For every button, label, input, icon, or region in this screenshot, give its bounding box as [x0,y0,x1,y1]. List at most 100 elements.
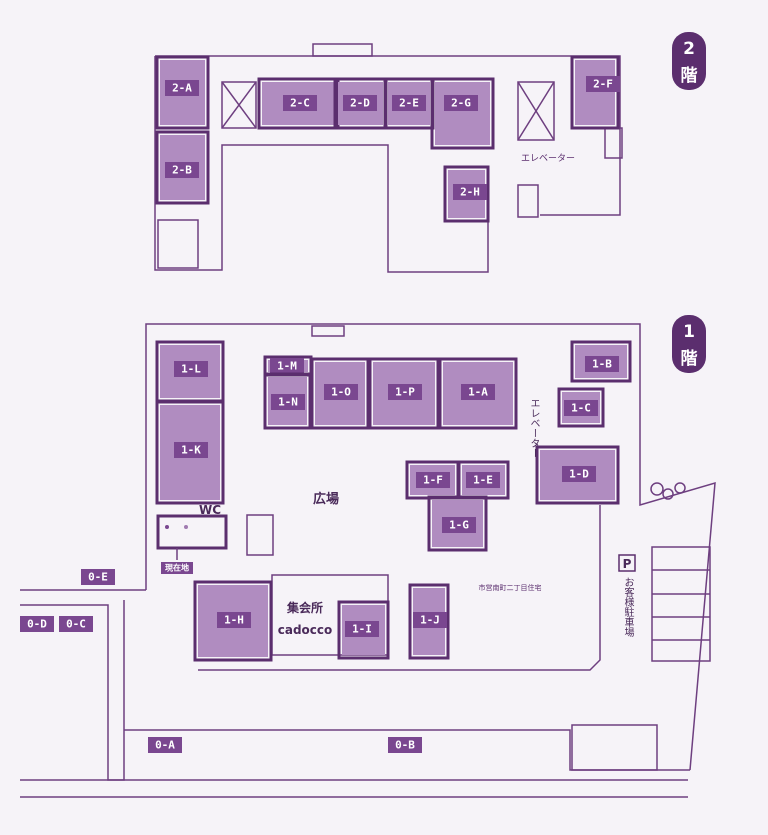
room-tag [388,384,422,400]
room-1-H[interactable]: 1-H [193,580,273,662]
room-label: 2-H [460,186,480,199]
floor-badge-2[interactable]: 2 階 [672,32,706,90]
current-location-label: 現在地 [165,563,189,573]
room-tag [270,358,304,374]
room-tag [453,184,487,200]
room-tag [81,569,115,585]
housing-label: 市営南町二丁目住宅 [479,583,542,592]
room-wall [193,580,273,662]
room-label: 2-G [451,97,471,110]
room-tag [165,80,199,96]
room-1-M[interactable]: 1-M [263,355,313,377]
room-1-L[interactable]: 1-L [155,340,225,403]
room-label: 1-F [423,474,443,487]
room-tag [562,466,596,482]
room-label: 1-M [277,360,297,373]
room-wall [337,600,390,660]
room-wall [570,55,620,130]
room-0-D[interactable]: 0-D [20,616,54,632]
room-2-B[interactable]: 2-B [155,130,210,205]
room-0-B[interactable]: 0-B [388,737,422,753]
room-1-D[interactable]: 1-D [535,445,620,505]
room-1-C[interactable]: 1-C [557,387,605,428]
room-tag [416,472,450,488]
room-label: 2-A [172,82,192,95]
room-2-E[interactable]: 2-E [383,77,435,130]
room-1-B[interactable]: 1-B [570,340,632,383]
room-1-K[interactable]: 1-K [155,400,225,505]
room-wall [155,130,210,205]
male-toilet-icon [165,525,169,529]
room-label: 1-K [181,444,201,457]
room-wall [427,495,488,552]
room-1-N[interactable]: 1-N [263,372,312,430]
room-label: 2-E [399,97,419,110]
room-tag [461,384,495,400]
room-label: 2-B [172,164,192,177]
room-tag [217,612,251,628]
room-tag [442,517,476,533]
room-wall [263,372,312,430]
room-wall [155,400,225,505]
room-wall [368,357,440,430]
room-2-A[interactable]: 2-A [155,55,210,130]
room-tag [283,95,317,111]
room-wall [155,55,210,130]
toilet-block [156,514,228,560]
room-1-E[interactable]: 1-E [457,460,510,500]
room-1-O[interactable]: 1-O [310,357,370,430]
room-label: 1-N [278,396,298,409]
room-1-J[interactable]: 1-J [408,583,450,660]
room-label: 1-J [420,614,440,627]
room-tag [466,472,500,488]
room-label: 1-O [331,386,351,399]
room-wall [310,357,370,430]
room-tag [585,356,619,372]
room-tag [444,95,478,111]
room-tag [174,361,208,377]
room-area [575,60,615,125]
room-1-G[interactable]: 1-G [427,495,488,552]
room-tag [271,394,305,410]
room-tag [564,400,598,416]
room-wall [408,583,450,660]
void-2f-left [221,81,257,129]
room-label: 1-G [449,519,469,532]
room-2-D[interactable]: 2-D [333,77,388,130]
room-wall [443,165,490,223]
room-tag [324,384,358,400]
room-tag [59,616,93,632]
room-1-I[interactable]: 1-I [337,600,390,660]
room-wall [570,340,632,383]
room-label: 1-A [468,386,488,399]
stairs-2f-lower [157,219,199,269]
room-tag [148,737,182,753]
room-tag [392,95,426,111]
room-label: 0-B [395,739,415,752]
wc-label: WC [199,503,221,517]
plaza-feature [246,514,274,556]
room-0-A[interactable]: 0-A [148,737,182,753]
room-2-G[interactable]: 2-G [430,77,495,150]
room-0-C[interactable]: 0-C [59,616,93,632]
floor-badge-1[interactable]: 1 階 [672,315,706,373]
room-wall [438,357,518,430]
room-1-P[interactable]: 1-P [368,357,440,430]
floor-number: 2 [683,39,695,59]
room-1-A[interactable]: 1-A [438,357,518,430]
room-label: 0-A [155,739,175,752]
room-label: 1-D [569,468,589,481]
room-2-C[interactable]: 2-C [257,77,340,130]
room-2-F[interactable]: 2-F [570,55,620,130]
trees-icon [650,482,686,500]
room-2-H[interactable]: 2-H [443,165,490,223]
parking-spaces [571,546,711,771]
room-tag [343,95,377,111]
room-0-E[interactable]: 0-E [81,569,115,585]
room-1-F[interactable]: 1-F [405,460,460,500]
female-toilet-icon [184,525,188,529]
hall-subname: cadocco [278,623,333,637]
elevator-label-1f: エレベーター [528,398,539,458]
elevator-shaft-2f [517,184,539,218]
